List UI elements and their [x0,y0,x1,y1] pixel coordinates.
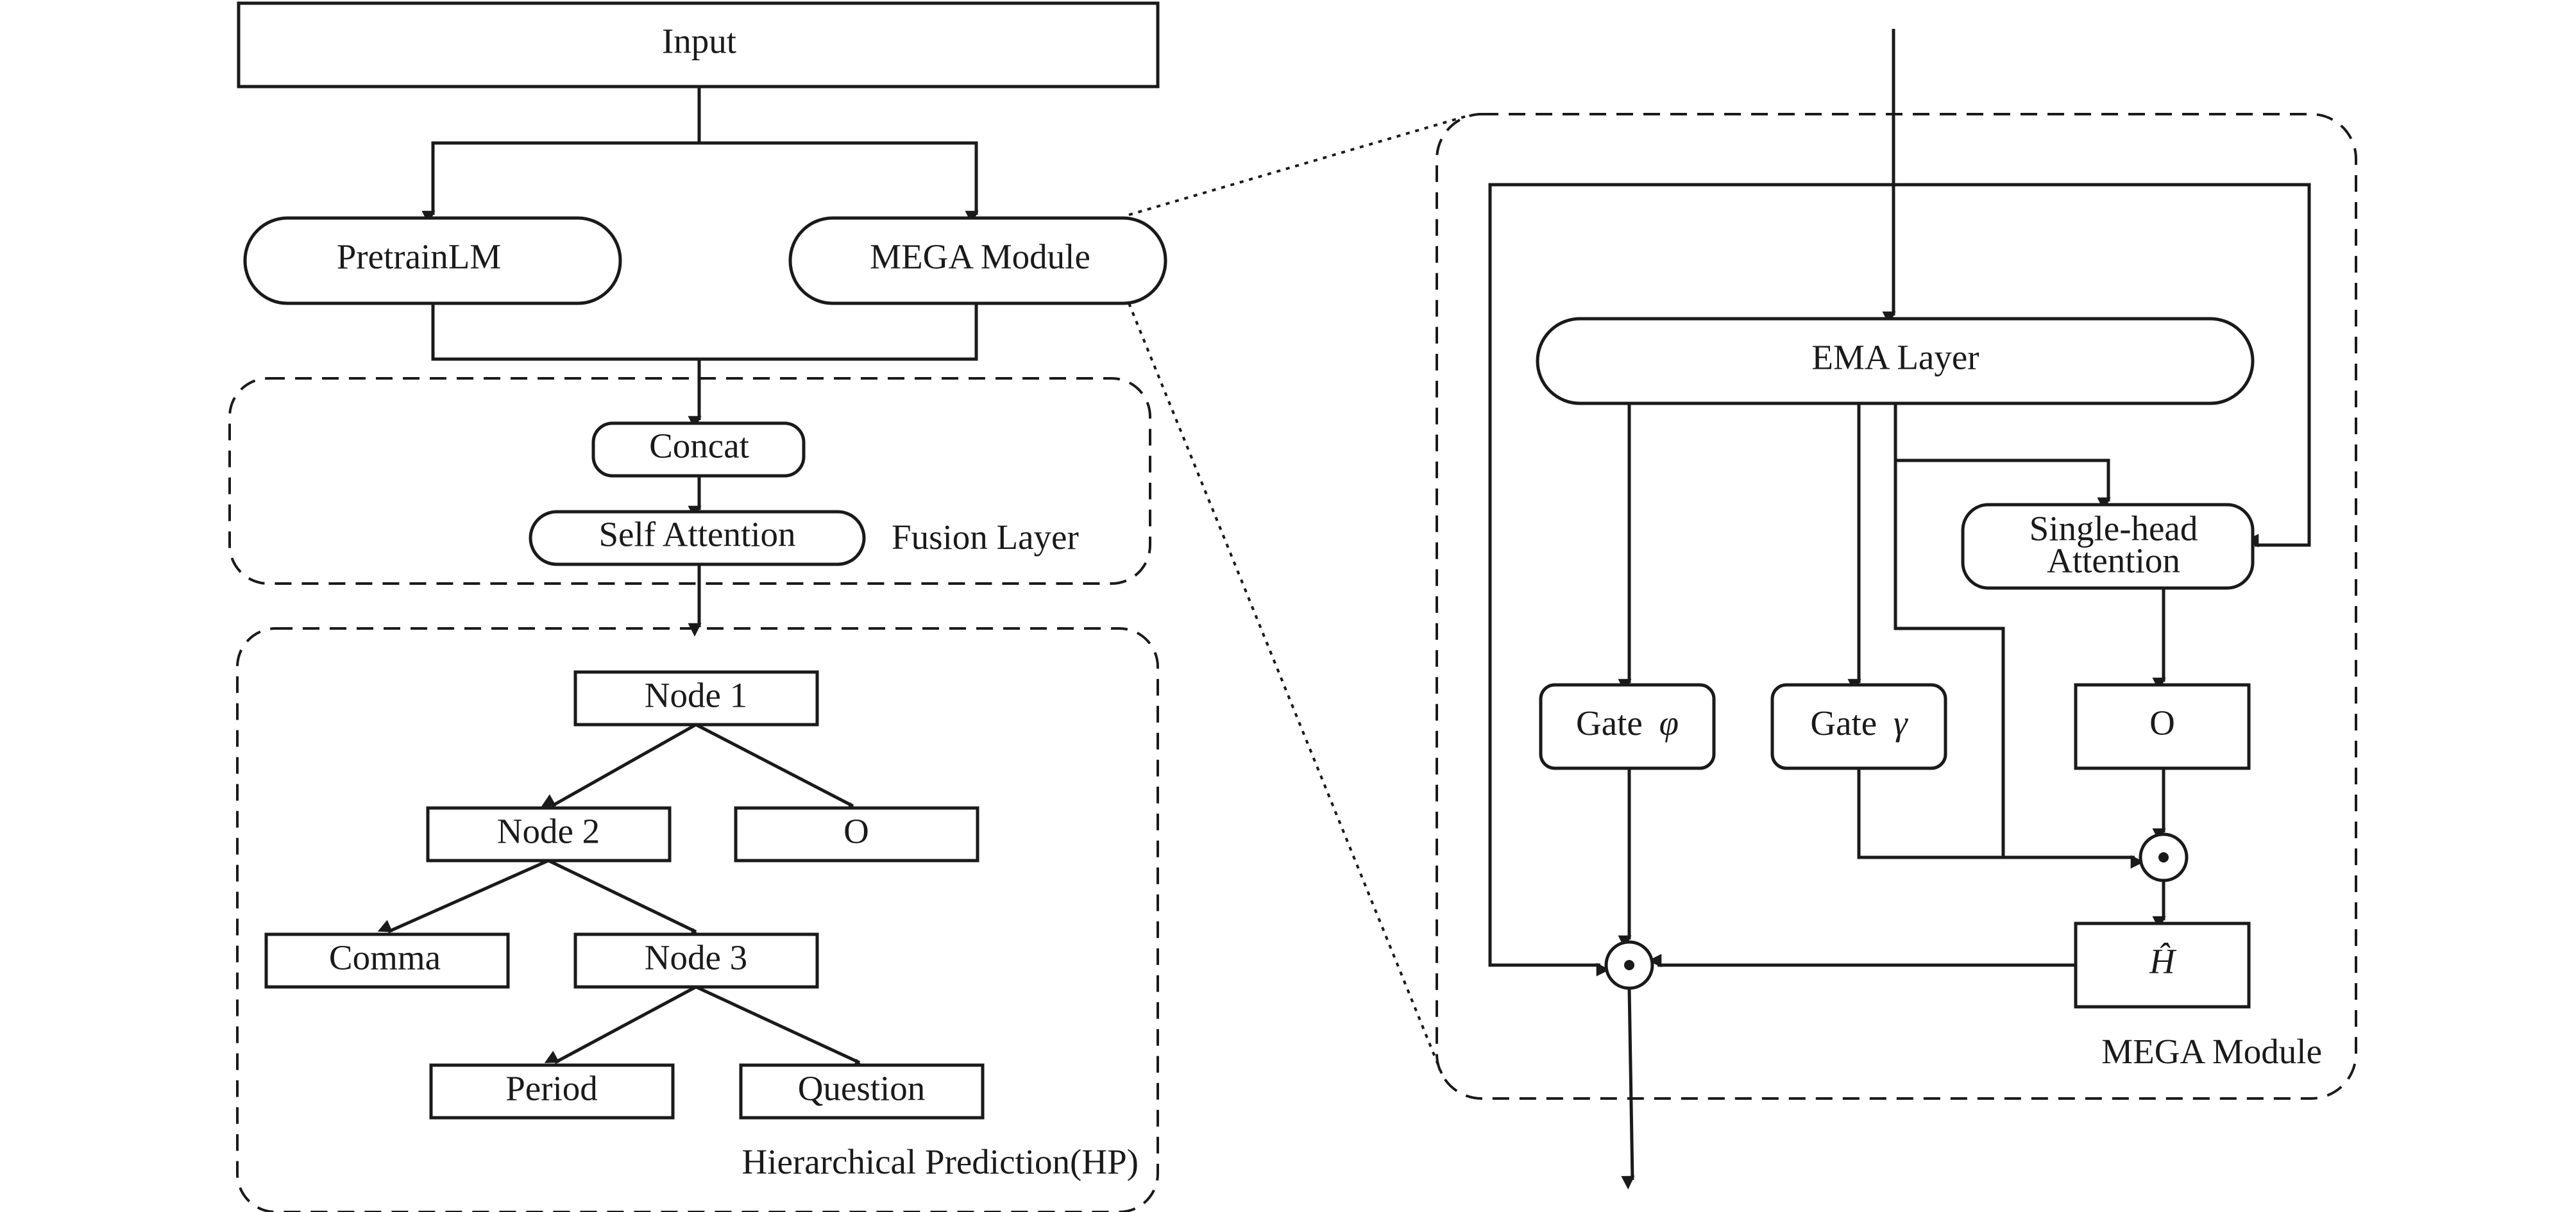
comma-box [264,932,510,989]
mega-detail-region [1436,113,2357,1100]
hp-label: Hierarchical Prediction(HP) [741,1142,1139,1181]
upper-hadamard-dot [2158,852,2169,863]
node1-to-o-arrow [695,723,860,814]
zoom-connector-bottom [1128,303,1445,1078]
self-attention-box [529,510,866,566]
input-split-arrows [421,87,701,224]
hp-tree: Node 1 Node 2 O Comma Node 3 Period Ques… [264,670,985,1120]
input-label: Input [662,22,736,61]
pretrainlm-label: PretrainLM [337,237,502,276]
node2-label: Node 2 [497,812,600,851]
node3-box [573,932,819,989]
fusion-layer-label: Fusion Layer [892,518,1079,557]
detail-output-arrow [1621,988,1635,1190]
gate-gamma-word: Gate [1810,703,1877,743]
ema-layer-label: EMA Layer [1811,338,1979,377]
attention-feed-loop [1894,183,2311,548]
single-head-attention-label-line2: Attention [2047,541,2180,580]
comma-label: Comma [329,938,441,977]
mega-module-detail: EMA Layer Single-head Attention Gate φ G… [1436,29,2357,1190]
lower-hadamard-dot [1624,960,1634,970]
node3-to-question-arrow [695,985,867,1072]
gate-phi-label: Gate φ [1576,703,1679,743]
single-head-attention-label-line1: Single-head [2029,509,2198,548]
h-hat-box [2074,922,2251,1009]
gate-phi-word: Gate [1576,703,1643,743]
period-label: Period [505,1069,598,1108]
zoom-connector-top [1128,114,1470,216]
ema-bypass-line [1894,460,2005,857]
node3-label: Node 3 [645,938,747,977]
node3-to-period-arrow [544,985,697,1065]
period-box [429,1063,675,1120]
o-output-label: O [2149,703,2175,743]
fusion-layer-region [228,377,1151,585]
ema-to-attention-arrow [1894,403,2111,511]
lower-hadamard-operator [1604,940,1654,990]
mega-module-label: MEGA Module [870,237,1090,276]
node2-to-node3-arrow [547,859,703,941]
gate-phi-symbol: φ [1659,703,1679,743]
o-leaf-label: O [843,812,869,851]
gate-phi-box [1539,683,1716,770]
question-label: Question [798,1069,926,1108]
hp-region [236,627,1159,1212]
o-leaf-box [734,806,979,863]
input-to-mega-arrow [699,141,979,224]
input-box [237,1,1160,88]
gate-gamma-to-hadamard-arrow [1857,768,2144,869]
single-head-attention-box [1961,503,2255,590]
h-hat-label: Ĥ [2149,942,2177,981]
question-box [739,1063,985,1120]
mega-module-detail-label: MEGA Module [2101,1032,2322,1071]
node1-to-node2-arrow [541,723,697,808]
left-architecture: Input PretrainLM MEGA Module Concat Self… [228,1,1167,1212]
upper-hadamard-operator [2139,832,2189,882]
node1-label: Node 1 [645,676,747,715]
node2-to-comma-arrow [377,859,550,934]
concat-label: Concat [649,426,749,466]
self-attention-label: Self Attention [598,515,795,554]
residual-loop [1488,183,1894,977]
merge-lines [431,303,978,361]
gate-gamma-symbol: γ [1894,703,1908,743]
gate-gamma-label: Gate γ [1810,703,1908,743]
